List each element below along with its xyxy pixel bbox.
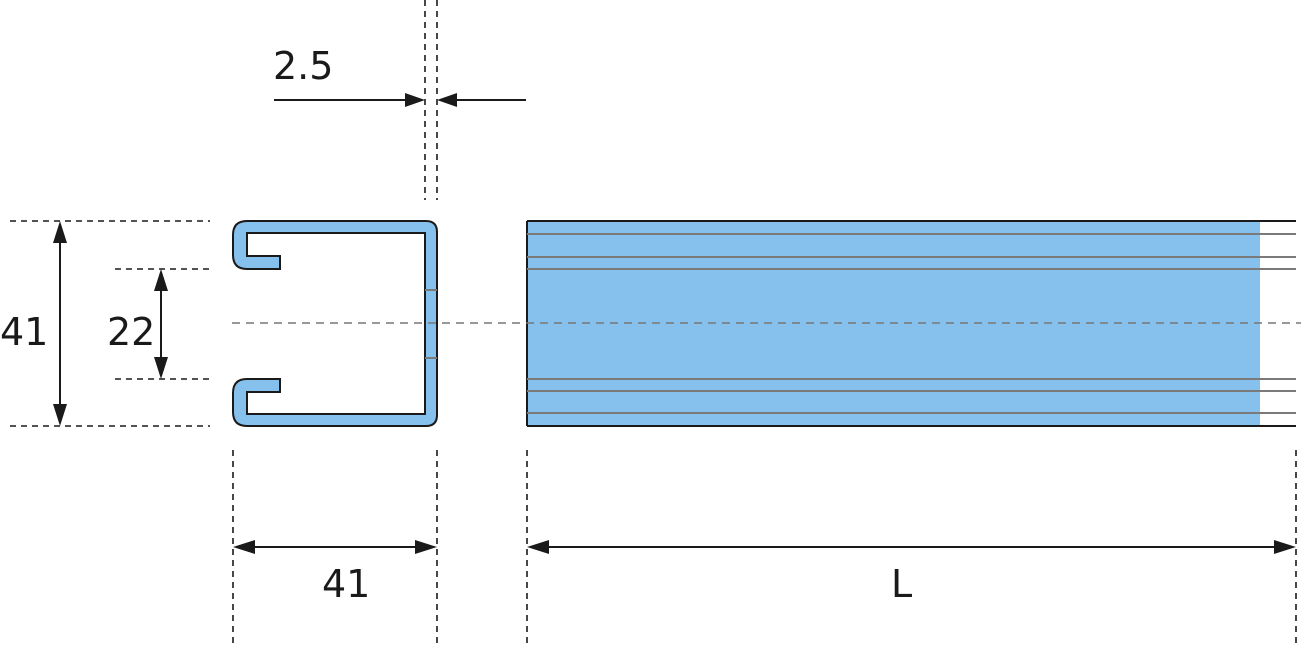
slot-opening-dimension: 22 [107, 269, 168, 379]
thickness-label: 2.5 [273, 44, 333, 88]
height-extension-lines [10, 220, 210, 427]
width-label: 41 [322, 562, 370, 606]
width-extension-lines [232, 450, 1297, 648]
height-label: 41 [0, 310, 48, 354]
width-dimension: 41 [233, 540, 437, 606]
channel-cross-section [232, 220, 438, 427]
thickness-extension-lines [424, 0, 438, 200]
channel-section-shape [232, 220, 438, 427]
length-dimension: L [527, 540, 1296, 606]
slot-opening-label: 22 [107, 310, 155, 354]
thickness-dimension: 2.5 [273, 44, 526, 107]
length-label: L [891, 562, 912, 606]
height-dimension: 41 [0, 221, 67, 426]
